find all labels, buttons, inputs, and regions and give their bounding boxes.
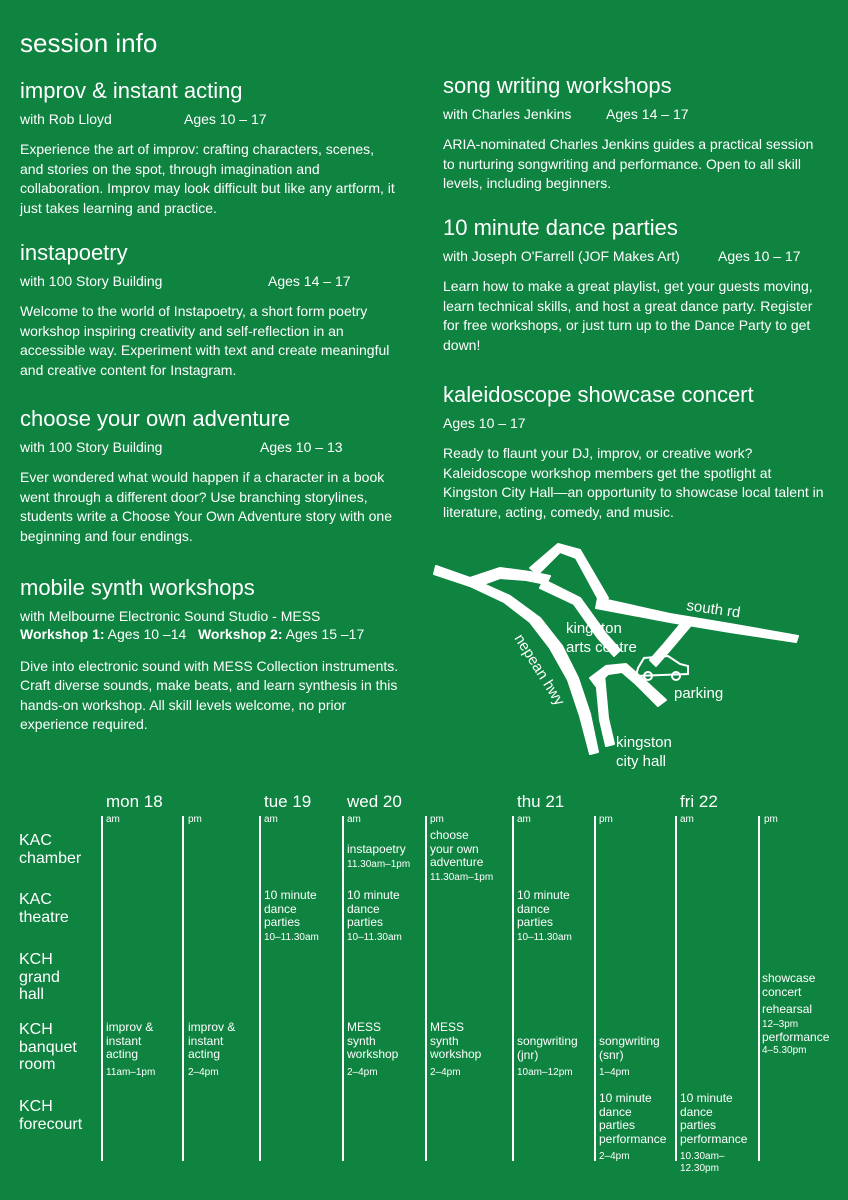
session-ages: Ages 14 – 17 — [268, 273, 351, 289]
event-dance-performance: 10 minute dance parties performance 2–4p… — [599, 1091, 667, 1162]
session-ages: Ages 10 – 17 — [443, 415, 526, 431]
event-showcase-concert: showcase concert rehearsal 12–3pm perfor… — [762, 971, 830, 1056]
session-cyoa: choose your own adventure with 100 Story… — [20, 406, 400, 546]
session-host: with Charles Jenkins — [443, 106, 572, 122]
session-host: with 100 Story Building — [20, 439, 163, 455]
session-title: instapoetry — [20, 240, 128, 265]
pm-label: pm — [764, 814, 778, 825]
page-title: session info — [20, 28, 158, 58]
column-divider — [182, 816, 184, 1161]
session-ages: Ages 10 – 13 — [260, 439, 343, 455]
map-label-arts-centre: arts centre — [566, 639, 637, 656]
session-host: with Melbourne Electronic Sound Studio -… — [20, 608, 321, 624]
column-divider — [675, 816, 677, 1161]
event-dance-performance: 10 minute dance parties performance 10.3… — [680, 1091, 748, 1174]
session-ages: Workshop 1: Ages 10 –14 Workshop 2: Ages… — [20, 625, 410, 645]
pm-label: pm — [430, 814, 444, 825]
session-title: kaleidoscope showcase concert — [443, 382, 754, 407]
map-label-parking: parking — [674, 685, 723, 702]
am-label: am — [347, 814, 361, 825]
session-dance: 10 minute dance parties with Joseph O'Fa… — [443, 215, 828, 355]
car-icon — [634, 654, 689, 681]
session-title: improv & instant acting — [20, 78, 243, 103]
event-mess-synth: MESS synth workshop 2–4pm — [347, 1020, 399, 1078]
day-header: wed 20 — [347, 792, 402, 811]
am-label: am — [517, 814, 531, 825]
pm-label: pm — [599, 814, 613, 825]
column-divider — [342, 816, 344, 1161]
session-description: ARIA-nominated Charles Jenkins guides a … — [443, 136, 814, 191]
column-divider — [101, 816, 103, 1161]
map-label-city-hall: city hall — [616, 753, 666, 770]
event-instapoetry: instapoetry 11.30am–1pm — [347, 842, 411, 870]
session-songwriting: song writing workshops with Charles Jenk… — [443, 73, 828, 194]
column-divider — [425, 816, 427, 1161]
day-header: mon 18 — [106, 792, 163, 811]
event-mess-synth: MESS synth workshop 2–4pm — [430, 1020, 482, 1078]
event-improv: improv & instant acting 11am–1pm — [106, 1020, 156, 1078]
workshop-2-ages: Ages 15 –17 — [285, 626, 365, 642]
schedule-grid: mon 18 tue 19 wed 20 thu 21 fri 22 am pm… — [0, 780, 848, 1200]
session-synth: mobile synth workshops with Melbourne El… — [20, 575, 410, 735]
session-title: choose your own adventure — [20, 406, 291, 431]
am-label: am — [680, 814, 694, 825]
session-title: 10 minute dance parties — [443, 215, 678, 240]
column-divider — [259, 816, 261, 1161]
session-title: song writing workshops — [443, 73, 672, 98]
event-choose-your-own-adventure: choose your own adventure 11.30am–1pm — [430, 828, 494, 883]
map-label-arts-centre: kingston — [566, 620, 622, 637]
map-label-city-hall: kingston — [616, 734, 672, 751]
session-description: Ever wondered what would happen if a cha… — [20, 469, 392, 544]
event-improv: improv & instant acting 2–4pm — [188, 1020, 236, 1078]
session-host: with 100 Story Building — [20, 273, 163, 289]
event-songwriting: songwriting (jnr) 10am–12pm — [517, 1034, 578, 1078]
session-host: with Rob Lloyd — [20, 111, 112, 127]
session-ages: Ages 10 – 17 — [184, 111, 267, 127]
workshop-2-label: Workshop 2: — [197, 626, 283, 642]
column-divider — [512, 816, 514, 1161]
session-description: Ready to flaunt your DJ, improv, or crea… — [443, 445, 824, 520]
am-label: am — [264, 814, 278, 825]
day-header: tue 19 — [264, 792, 312, 811]
session-description: Welcome to the world of Instapoetry, a s… — [20, 303, 390, 378]
session-improv: improv & instant acting with Rob Lloyd Ag… — [20, 78, 400, 218]
event-dance-parties: 10 minute dance parties 10–11.30am — [347, 888, 402, 943]
day-header: fri 22 — [680, 792, 718, 811]
session-host: with Joseph O'Farrell (JOF Makes Art) — [443, 248, 680, 264]
pm-label: pm — [188, 814, 202, 825]
session-title: mobile synth workshops — [20, 575, 255, 600]
event-dance-parties: 10 minute dance parties 10–11.30am — [264, 888, 319, 943]
day-header: thu 21 — [517, 792, 565, 811]
session-ages: Ages 10 – 17 — [718, 248, 801, 264]
column-divider — [758, 816, 760, 1161]
session-instapoetry: instapoetry with 100 Story Building Ages … — [20, 240, 400, 380]
session-description: Dive into electronic sound with MESS Col… — [20, 657, 399, 733]
location-map: south rd nepean hwy kingston arts centre… — [433, 543, 799, 770]
workshop-1-ages: Ages 10 –14 — [107, 626, 187, 642]
session-ages: Ages 14 – 17 — [606, 106, 689, 122]
column-divider — [594, 816, 596, 1161]
event-songwriting: songwriting (snr) 1–4pm — [599, 1034, 660, 1078]
am-label: am — [106, 814, 120, 825]
session-description: Experience the art of improv: crafting c… — [20, 141, 395, 216]
session-showcase: kaleidoscope showcase concert Ages 10 – … — [443, 382, 828, 522]
session-description: Learn how to make a great playlist, get … — [443, 278, 813, 353]
event-dance-parties: 10 minute dance parties 10–11.30am — [517, 888, 572, 943]
workshop-1-label: Workshop 1: — [20, 626, 105, 642]
